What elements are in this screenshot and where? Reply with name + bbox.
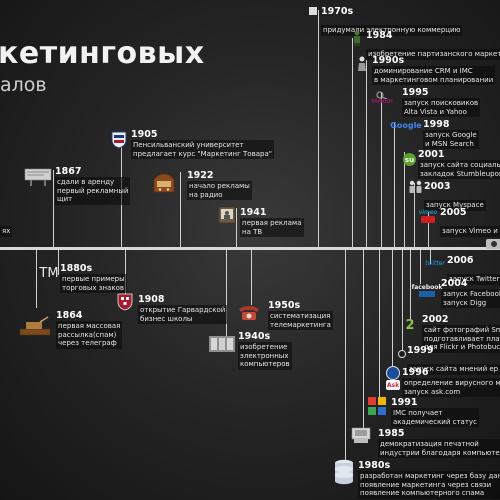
stem-1940s <box>226 250 227 336</box>
phone-icon <box>236 303 262 321</box>
computer-icon <box>208 335 236 353</box>
stem-1867 <box>53 170 54 248</box>
trademark-icon: TM <box>39 265 59 281</box>
globe-icon <box>386 366 400 380</box>
digg-icon <box>419 290 435 297</box>
timeline-axis <box>0 247 500 250</box>
yahoo-logo: YAHOO! <box>371 90 393 106</box>
ask-logo: Ask <box>386 380 400 390</box>
vimeo-logo: vimeo <box>417 209 439 223</box>
twitter-logo: twitter <box>425 259 445 267</box>
stem-1999 <box>402 250 403 354</box>
stem-1998 <box>394 122 395 248</box>
telegraph-icon <box>18 316 52 336</box>
stem-2001 <box>404 152 405 248</box>
harvard-shield-icon <box>117 293 133 311</box>
facebook-digg-logo: facebook <box>412 282 442 298</box>
stem-1984 <box>352 38 353 248</box>
stem-1864 <box>36 250 37 308</box>
stem-2002 <box>410 250 411 320</box>
person-icon <box>357 56 367 72</box>
stem-1908 <box>125 250 126 296</box>
youtube-icon <box>421 216 435 223</box>
page-subtitle: алов <box>0 74 47 96</box>
left-edge-fragment: ях <box>0 226 13 237</box>
google-logo: Google <box>390 120 422 130</box>
stem-2003 <box>414 183 415 248</box>
stem-2006 <box>430 250 431 264</box>
magnifier-icon <box>376 91 388 99</box>
tv-icon <box>218 206 236 224</box>
stem-1880s <box>58 250 59 275</box>
imc-icon <box>368 397 386 415</box>
stem-1922 <box>180 172 181 248</box>
page-title: кетинговых <box>0 36 205 71</box>
stem-1995 <box>381 92 382 248</box>
stem-1990s <box>366 60 367 248</box>
people-icon <box>408 180 424 194</box>
square-marker-icon <box>309 7 317 15</box>
billboard-icon <box>24 168 52 186</box>
stumbleupon-logo: su <box>403 153 416 166</box>
radio-icon <box>152 171 176 193</box>
penn-shield-icon <box>111 131 127 149</box>
stem-1985 <box>363 250 364 432</box>
soldier-icon <box>352 30 362 46</box>
stem-2004 <box>420 250 421 284</box>
stem-1970s <box>318 10 319 248</box>
stem-1950s <box>251 250 252 305</box>
stem-1996 <box>392 250 393 370</box>
stem-2005 <box>428 212 429 248</box>
database-icon <box>334 459 354 485</box>
dot-marker-icon <box>398 350 406 358</box>
stem-1941 <box>236 208 237 248</box>
stem-1980s <box>345 250 346 464</box>
printer-icon <box>351 427 371 443</box>
smugmug-logo: 2 <box>405 317 415 333</box>
camera-icon <box>486 236 500 250</box>
stem-1991 <box>379 250 380 400</box>
